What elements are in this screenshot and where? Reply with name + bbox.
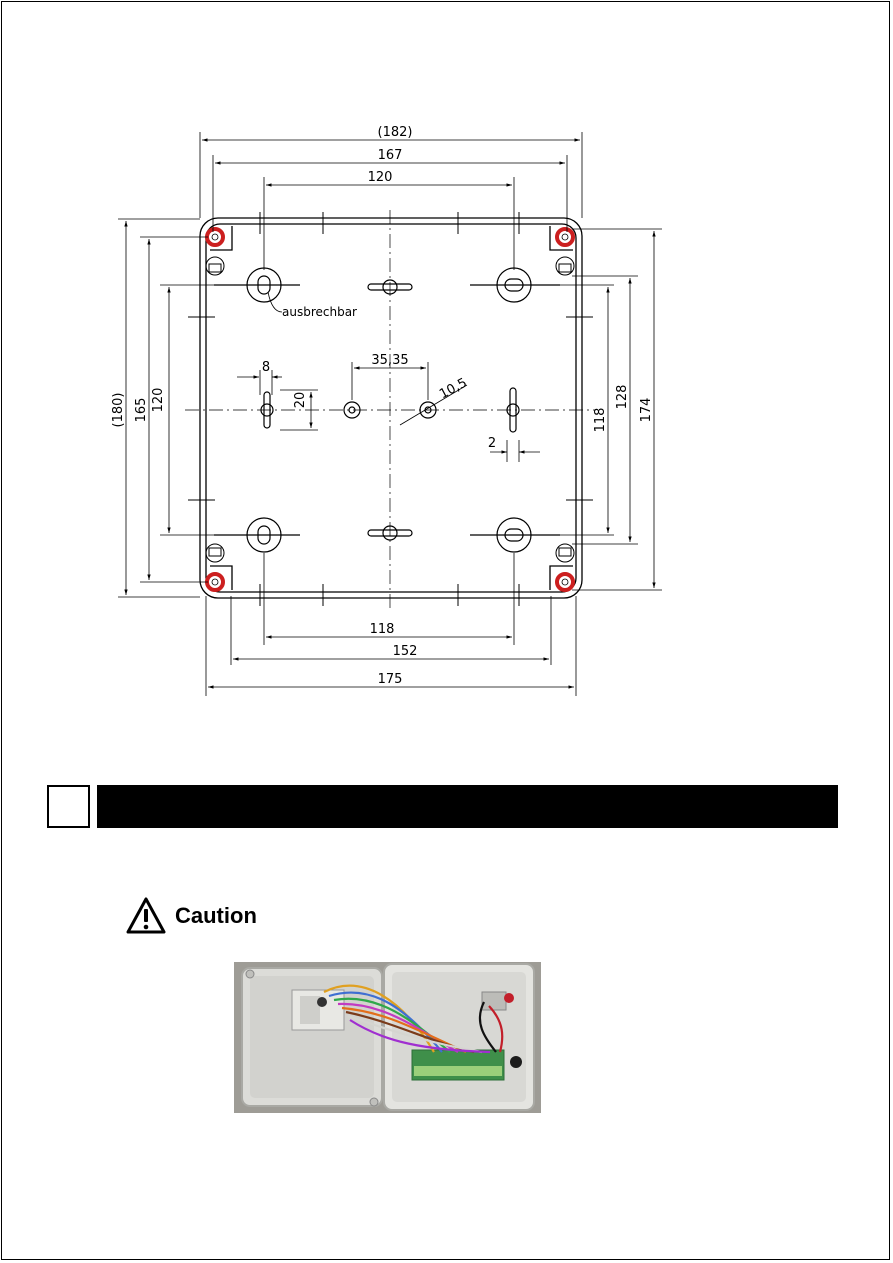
dimension-labels: (182) 167 120 (180) 165 120 8 20 35,35 1… [111, 125, 654, 687]
dim-35-35: 35,35 [371, 353, 408, 368]
dim-height-180: (180) [111, 393, 126, 428]
dim-height-165: 165 [134, 398, 149, 423]
caution-heading: Caution [125, 895, 257, 937]
dim-width-167: 167 [378, 148, 403, 163]
dim-width-152: 152 [393, 644, 418, 659]
center-lines [185, 210, 595, 610]
dim-2: 2 [488, 436, 496, 451]
screw-top-right [555, 227, 575, 247]
dim-10-5: 10,5 [437, 375, 470, 402]
dim-height-174: 174 [639, 398, 654, 423]
corner-bosses [205, 256, 575, 563]
section-title-bar [97, 785, 838, 828]
dim-width-182: (182) [378, 125, 413, 140]
dim-8: 8 [262, 360, 270, 375]
caution-label: Caution [175, 903, 257, 928]
keyhole-slots [260, 279, 520, 541]
dim-width-118: 118 [370, 622, 395, 637]
dim-width-120: 120 [368, 170, 393, 185]
enclosure-technical-drawing: (182) 167 120 (180) 165 120 8 20 35,35 1… [111, 125, 662, 696]
dim-height-120: 120 [151, 388, 166, 413]
knockout-label: ausbrechbar [282, 305, 357, 319]
dim-20: 20 [293, 392, 308, 409]
enclosure-outline [199, 217, 583, 599]
enclosure-photo [234, 962, 541, 1113]
warning-triangle-icon [126, 897, 166, 934]
section-number-box [47, 785, 90, 828]
dimension-lines [118, 132, 662, 696]
edge-ticks [188, 212, 593, 606]
dim-height-118: 118 [593, 408, 608, 433]
dim-width-175: 175 [378, 672, 403, 687]
screw-bottom-right [555, 572, 575, 592]
dim-height-128: 128 [615, 385, 630, 410]
